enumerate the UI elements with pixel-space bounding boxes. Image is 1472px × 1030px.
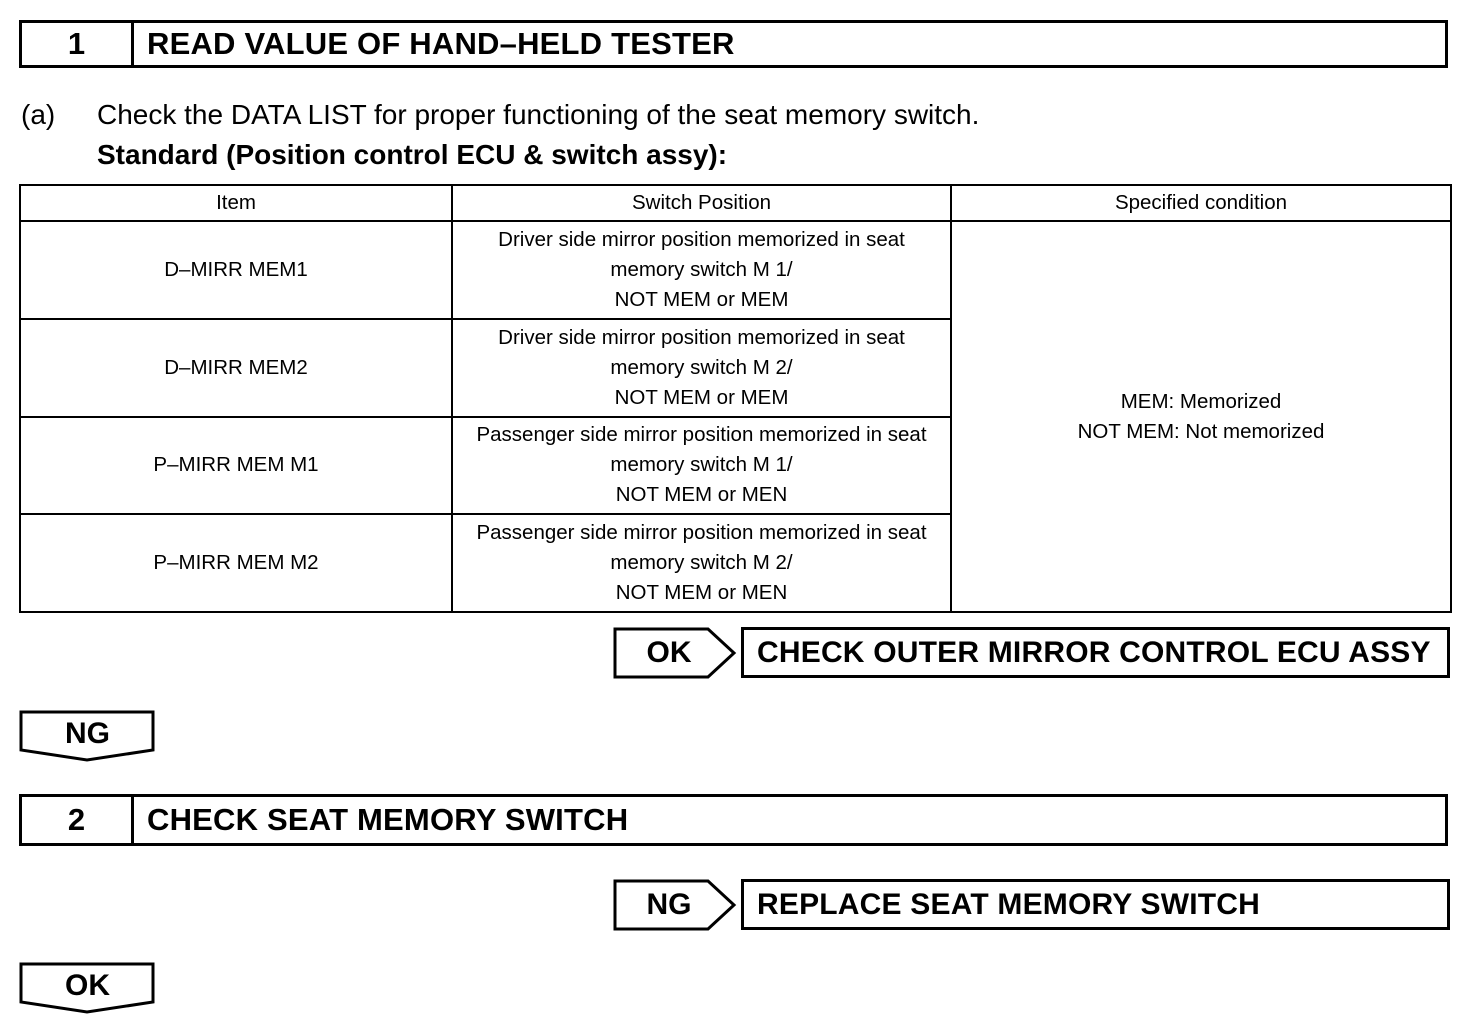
down-arrow-shape-icon — [19, 962, 155, 1014]
condition-line: NOT MEM: Not memorized — [1077, 419, 1325, 443]
row-item: D–MIRR MEM2 — [19, 317, 453, 418]
position-line: Driver side mirror position memorized in… — [498, 325, 905, 349]
row-switch-position: Driver side mirror position memorized in… — [451, 220, 952, 320]
ng-flow-label: NG — [65, 717, 110, 750]
instruction-label: (a) — [21, 99, 56, 130]
header-specified-condition: Specified condition — [950, 184, 1452, 222]
right-arrow-shape-icon — [613, 627, 737, 679]
ng-branch-label: NG — [646, 888, 692, 921]
position-line: NOT MEM or MEM — [614, 287, 789, 311]
table-header-row: Item Switch Position Specified condition — [19, 184, 1452, 222]
row-switch-position: Driver side mirror position memorized in… — [451, 317, 952, 418]
standard-label: Standard (Position control ECU & switch … — [97, 139, 728, 170]
position-line: Passenger side mirror position memorized… — [476, 521, 927, 545]
ok-flow-label: OK — [65, 969, 110, 1002]
down-arrow-shape-icon — [19, 710, 155, 762]
condition-line: MEM: Memorized — [1120, 389, 1282, 413]
check-outer-mirror-ecu-box: CHECK OUTER MIRROR CONTROL ECU ASSY — [741, 627, 1450, 678]
position-line: memory switch M 1/ — [610, 257, 793, 281]
position-line: memory switch M 1/ — [610, 453, 793, 477]
row-item: P–MIRR MEM M1 — [19, 415, 453, 516]
row-item: P–MIRR MEM M2 — [19, 513, 453, 613]
ok-branch-label: OK — [646, 636, 692, 669]
row-item: D–MIRR MEM1 — [19, 220, 453, 320]
data-list-table: Item Switch Position Specified condition… — [19, 184, 1452, 613]
right-arrow-shape-icon — [613, 879, 737, 931]
step-2-title: CHECK SEAT MEMORY SWITCH — [147, 802, 629, 837]
table-row: P–MIRR MEM M2 Passenger side mirror posi… — [19, 513, 1451, 613]
position-line: Passenger side mirror position memorized… — [476, 423, 927, 447]
step-1-number: 1 — [22, 23, 134, 65]
instruction-text: Check the DATA LIST for proper functioni… — [97, 99, 980, 130]
ng-flow-arrow: NG — [19, 710, 156, 762]
ok-branch-arrow: OK — [613, 627, 737, 679]
replace-seat-memory-switch-box: REPLACE SEAT MEMORY SWITCH — [741, 879, 1450, 930]
ng-branch-arrow: NG — [613, 879, 737, 931]
header-switch-position: Switch Position — [451, 184, 952, 222]
position-line: memory switch M 2/ — [610, 551, 793, 575]
table-row: P–MIRR MEM M1 Passenger side mirror posi… — [19, 415, 1451, 516]
header-item: Item — [19, 184, 453, 222]
step-2-number: 2 — [22, 797, 134, 843]
step-1-header: 1 READ VALUE OF HAND–HELD TESTER — [19, 20, 1448, 68]
position-line: NOT MEM or MEN — [615, 581, 788, 605]
position-line: memory switch M 2/ — [610, 355, 793, 379]
position-line: NOT MEM or MEM — [614, 385, 789, 409]
specified-condition-cell: MEM: Memorized NOT MEM: Not memorized — [950, 220, 1452, 613]
step-1-title: READ VALUE OF HAND–HELD TESTER — [147, 26, 735, 61]
step-2-header: 2 CHECK SEAT MEMORY SWITCH — [19, 794, 1448, 846]
position-line: NOT MEM or MEN — [615, 483, 788, 507]
row-switch-position: Passenger side mirror position memorized… — [451, 513, 952, 613]
row-switch-position: Passenger side mirror position memorized… — [451, 415, 952, 516]
position-line: Driver side mirror position memorized in… — [498, 227, 905, 251]
ok-flow-arrow: OK — [19, 962, 156, 1014]
table-row: D–MIRR MEM2 Driver side mirror position … — [19, 317, 1451, 418]
table-row: D–MIRR MEM1 Driver side mirror position … — [19, 220, 1452, 613]
